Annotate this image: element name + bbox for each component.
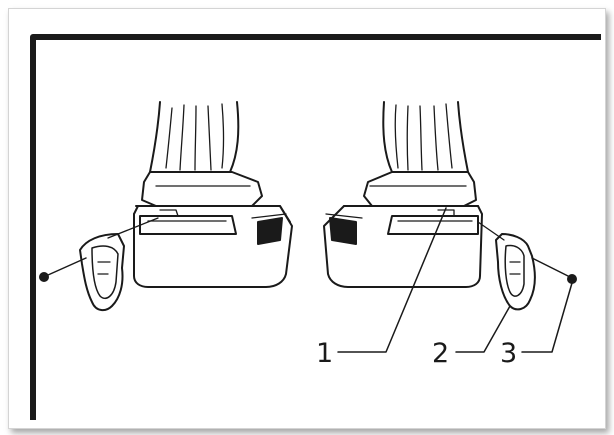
leader-line-3 [521, 282, 573, 353]
leader-line-1 [337, 207, 447, 353]
left-battery-window [257, 217, 283, 245]
callout-label-1: 1 [316, 338, 333, 369]
left-battery [133, 205, 293, 288]
page-border-line [30, 34, 601, 420]
figure-frame [8, 8, 606, 429]
left-belt-clip-icon [79, 233, 125, 312]
left-screw-icon [39, 272, 49, 282]
right-tool-illustration [323, 101, 577, 311]
right-battery [323, 205, 483, 288]
right-belt-clip-icon [495, 233, 536, 311]
right-screw-icon [567, 274, 577, 284]
left-tool-handle [149, 101, 161, 173]
right-battery-window [329, 217, 357, 245]
right-tool-handle [382, 101, 393, 173]
callout-label-3: 3 [500, 338, 517, 369]
callout-label-2: 2 [432, 338, 449, 369]
left-tool-illustration [39, 101, 293, 312]
leader-line-2 [455, 305, 511, 353]
